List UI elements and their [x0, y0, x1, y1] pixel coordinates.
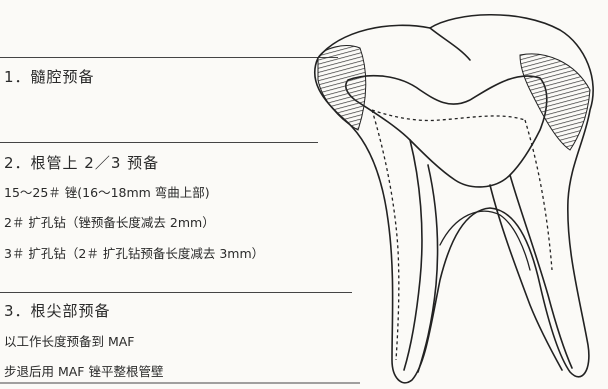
enamel-hatch-left [318, 46, 366, 130]
access-outline-dashed [372, 110, 525, 121]
enamel-hatch-right [520, 54, 590, 150]
crown-groove [430, 28, 470, 60]
canal-right-outer [510, 175, 572, 368]
canal-left-outer [404, 140, 422, 370]
flare-left-dashed [372, 110, 399, 360]
canal-right-inner [490, 185, 562, 370]
